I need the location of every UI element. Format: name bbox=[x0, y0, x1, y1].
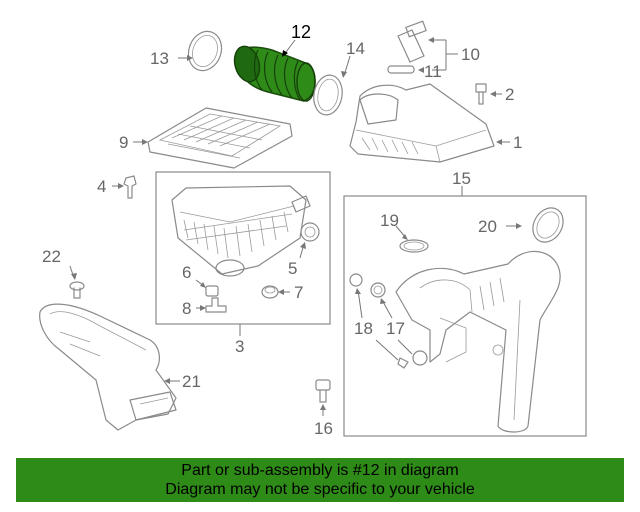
part-7-grommet[interactable] bbox=[261, 285, 279, 299]
callout-8: 8 bbox=[182, 299, 191, 318]
callout-17: 17 bbox=[386, 319, 405, 338]
callout-1: 1 bbox=[513, 133, 522, 152]
part-22-push-pin[interactable] bbox=[69, 281, 85, 299]
part-4-clip[interactable] bbox=[123, 175, 137, 199]
callout-20: 20 bbox=[478, 217, 497, 236]
part-16-bolt[interactable] bbox=[315, 379, 331, 403]
part-13-clamp[interactable] bbox=[183, 27, 227, 76]
callout-14: 14 bbox=[346, 39, 365, 58]
callout-13: 13 bbox=[150, 49, 169, 68]
part-17-grommet[interactable] bbox=[370, 282, 428, 366]
part-3-housing-lower[interactable] bbox=[171, 185, 311, 277]
callout-3: 3 bbox=[235, 337, 244, 356]
part-9-air-filter[interactable] bbox=[147, 107, 293, 169]
callout-21: 21 bbox=[182, 372, 201, 391]
part-14-clamp[interactable] bbox=[311, 73, 346, 117]
part-18-bolt[interactable] bbox=[349, 273, 409, 369]
part-15-outlet-duct[interactable] bbox=[395, 250, 561, 433]
callout-6: 6 bbox=[182, 263, 191, 282]
callout-16: 16 bbox=[314, 419, 333, 438]
part-12-intake-hose[interactable] bbox=[231, 44, 316, 102]
callout-11: 11 bbox=[424, 62, 442, 81]
info-banner: Part or sub-assembly is #12 in diagram D… bbox=[16, 458, 624, 502]
part-11-seal[interactable] bbox=[387, 65, 415, 74]
part-19-clamp[interactable] bbox=[399, 239, 429, 253]
part-5-grommet[interactable] bbox=[300, 222, 320, 242]
callout-19: 19 bbox=[380, 211, 399, 230]
part-15-group-box bbox=[343, 195, 587, 437]
callout-15: 15 bbox=[452, 169, 471, 188]
callout-10: 10 bbox=[461, 45, 480, 64]
part-21-air-duct[interactable] bbox=[39, 303, 177, 431]
part-10-sensor[interactable] bbox=[397, 20, 427, 63]
part-1-air-cleaner-cover[interactable] bbox=[349, 83, 495, 163]
callout-4: 4 bbox=[97, 177, 106, 196]
callout-12: 12 bbox=[291, 22, 311, 42]
callout-18: 18 bbox=[354, 319, 373, 338]
callout-5: 5 bbox=[288, 259, 297, 278]
callout-9: 9 bbox=[119, 133, 128, 152]
part-8-bolt[interactable] bbox=[205, 297, 227, 313]
banner-line-part: Part or sub-assembly is #12 in diagram bbox=[181, 462, 459, 479]
part-3-group-box bbox=[155, 171, 331, 325]
part-2-bolt[interactable] bbox=[475, 83, 487, 105]
callout-2: 2 bbox=[505, 85, 514, 104]
part-6-bushing[interactable] bbox=[205, 285, 219, 297]
callout-7: 7 bbox=[294, 283, 303, 302]
part-20-clamp[interactable] bbox=[527, 202, 569, 247]
banner-line-disclaimer: Diagram may not be specific to your vehi… bbox=[165, 481, 475, 498]
callout-22: 22 bbox=[42, 247, 61, 266]
exploded-parts-diagram: 1 2 3 4 5 6 7 8 9 10 11 12 13 14 15 16 1… bbox=[39, 20, 587, 438]
